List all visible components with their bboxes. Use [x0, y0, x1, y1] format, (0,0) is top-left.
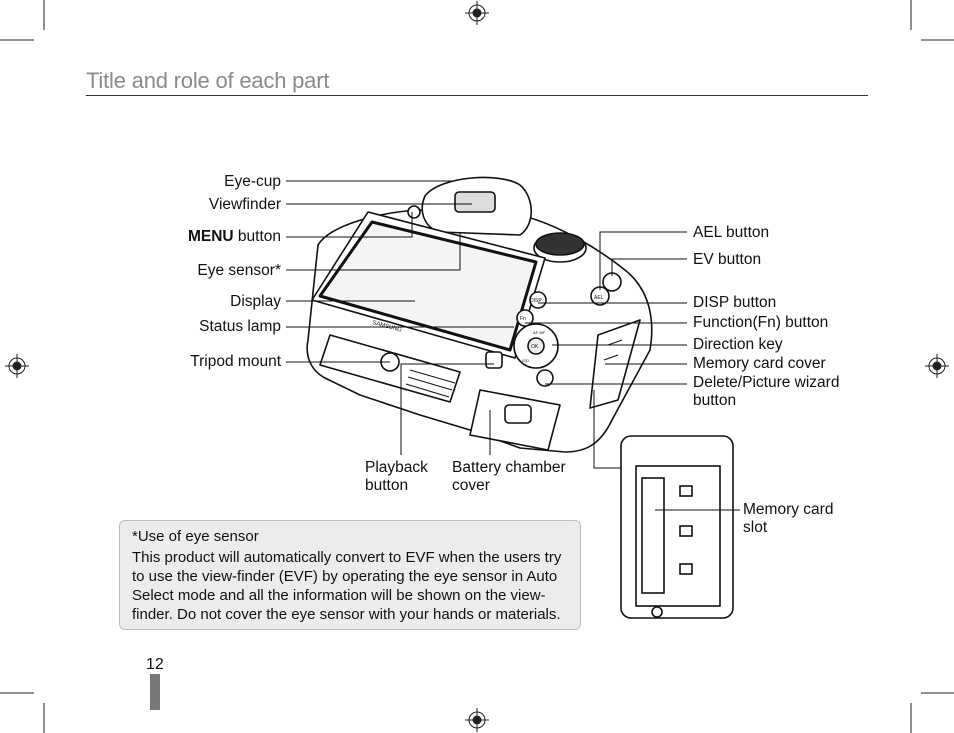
page-number-bar — [150, 674, 160, 710]
label-memory-card-slot: Memory card slot — [743, 501, 833, 537]
label-menu-button: MENU button — [150, 228, 281, 246]
label-eye-cup: Eye-cup — [224, 173, 281, 190]
ok-mark: OK — [531, 344, 539, 350]
cover-ridge — [607, 339, 623, 346]
registration-target-top — [465, 1, 489, 25]
page-number: 12 — [146, 656, 164, 673]
disp-button-icon — [529, 291, 547, 309]
note-line: finder. Do not cover the eye sensor with… — [132, 606, 561, 623]
slot-pin — [679, 485, 693, 497]
registration-target-bottom — [465, 708, 489, 732]
viewfinder-window — [454, 191, 496, 213]
label-direction-key: Direction key — [693, 336, 783, 353]
label-delete-button: Delete/Picture wizard button — [693, 374, 839, 410]
label-ael-button: AEL button — [693, 224, 770, 241]
leader-lines — [286, 180, 740, 511]
display-screen — [318, 220, 538, 352]
delete-button-icon — [536, 369, 554, 387]
menu-button-icon — [407, 205, 421, 219]
label-display: Display — [230, 293, 281, 310]
label-menu-rest: button — [233, 228, 281, 245]
note-line: to use the view-finder (EVF) by operatin… — [132, 568, 558, 585]
label-menu-bold: MENU — [187, 228, 234, 245]
battery-latch-icon — [504, 404, 532, 424]
label-battery-line1: Battery chamber — [452, 459, 566, 476]
label-delete-line2: button — [693, 392, 737, 409]
memory-slot-inset — [620, 435, 734, 619]
label-memory-slot-line2: slot — [743, 519, 768, 536]
slot-screw-icon — [651, 606, 663, 618]
vent-line — [407, 376, 453, 391]
label-playback-line2: button — [365, 477, 409, 494]
slot-pin — [679, 563, 693, 575]
note-line: Select mode and all the information will… — [132, 587, 546, 604]
iso-mark: ISO — [522, 358, 529, 363]
label-status-lamp: Status lamp — [199, 318, 281, 335]
note-body: This product will automatically convert … — [132, 548, 568, 624]
label-battery-line2: cover — [452, 477, 490, 494]
label-function-button: Function(Fn) button — [693, 314, 829, 331]
cover-ridge — [603, 354, 619, 361]
label-playback-line1: Playback — [365, 459, 428, 476]
vent-line — [409, 369, 456, 384]
af-mark: AF-MF — [533, 330, 546, 335]
disp-mark: DISP — [530, 298, 542, 304]
registration-target-left — [5, 354, 29, 378]
label-tripod-mount: Tripod mount — [190, 353, 281, 370]
label-disp-button: DISP button — [693, 294, 777, 311]
title-divider — [86, 95, 868, 96]
label-memory-slot-line1: Memory card — [743, 501, 834, 518]
fn-mark: Fn — [520, 316, 526, 322]
label-ev-button: EV button — [693, 251, 762, 268]
mode-dial-top — [535, 232, 585, 256]
label-memory-card-cover: Memory card cover — [693, 355, 826, 372]
sd-card-icon — [641, 477, 665, 594]
label-eye-sensor: Eye sensor* — [197, 262, 281, 279]
ok-button-icon — [527, 337, 545, 355]
eye-sensor-note: *Use of eye sensor This product will aut… — [119, 520, 581, 630]
note-line: This product will automatically convert … — [132, 549, 562, 566]
label-delete-line1: Delete/Picture wizard — [693, 374, 840, 391]
note-title: *Use of eye sensor — [132, 528, 259, 545]
playback-button-icon — [485, 351, 503, 369]
label-playback-button: Playback button — [365, 459, 428, 495]
vent-line — [405, 383, 450, 398]
fn-button-icon — [516, 309, 534, 327]
ael-mark: AEL — [594, 295, 604, 301]
slot-pin — [679, 525, 693, 537]
registration-target-right — [925, 354, 949, 378]
page-title: Title and role of each part — [86, 68, 330, 93]
label-viewfinder: Viewfinder — [208, 196, 281, 213]
label-battery-cover: Battery chamber cover — [452, 459, 566, 495]
